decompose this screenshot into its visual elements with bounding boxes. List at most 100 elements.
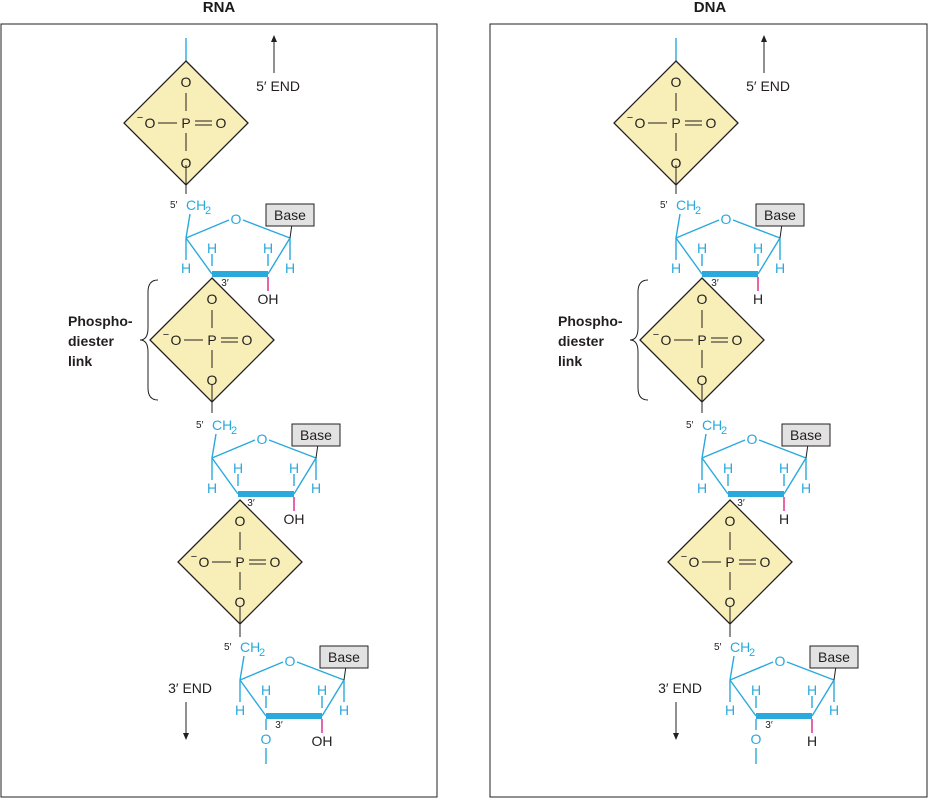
phosphorus-atom: P <box>181 115 190 131</box>
oxygen-atom: O <box>706 115 717 131</box>
oxygen-atom: O <box>689 554 700 570</box>
five-prime-label: 5′ <box>714 642 722 653</box>
hydrogen-atom: H <box>207 240 217 256</box>
thick-bond <box>266 713 322 719</box>
hydrogen-atom: H <box>779 460 789 476</box>
bond <box>729 661 774 681</box>
hydrogen-atom: H <box>753 240 763 256</box>
thick-bond <box>756 713 812 719</box>
five-prime-end-label: 5′ END <box>746 78 790 94</box>
bond <box>732 219 781 239</box>
three-prime-label: 3′ <box>737 498 745 509</box>
bond <box>239 661 284 681</box>
oxygen-atom: O <box>661 332 672 348</box>
phosphodiester-label: diester <box>558 333 604 349</box>
bond <box>185 237 213 275</box>
oxygen-atom: O <box>671 155 682 171</box>
bond <box>758 439 807 459</box>
hydrogen-atom: H <box>285 260 295 276</box>
bond <box>701 433 707 459</box>
bond <box>211 457 239 495</box>
oxygen-atom: O <box>207 372 218 388</box>
ring-oxygen: O <box>775 653 786 669</box>
ch2-subscript: 2 <box>721 425 727 437</box>
bond <box>786 661 835 681</box>
hydrogen-atom: H <box>697 240 707 256</box>
hydrogen-atom: H <box>289 460 299 476</box>
base-box <box>809 645 859 669</box>
bond <box>675 219 720 239</box>
bond <box>811 679 835 717</box>
oxygen-atom: O <box>181 74 192 90</box>
hydrogen-atom: H <box>233 460 243 476</box>
charge-minus: − <box>191 551 197 563</box>
two-prime-substituent: H <box>807 733 817 749</box>
base-box <box>265 203 315 227</box>
arrowhead <box>761 35 767 42</box>
phosphorus-atom: P <box>725 554 734 570</box>
base-label: Base <box>274 207 306 223</box>
bond <box>239 679 267 717</box>
oxygen-atom: O <box>242 332 253 348</box>
ring-oxygen: O <box>721 211 732 227</box>
five-prime-label: 5′ <box>660 200 668 211</box>
arrowhead <box>271 35 277 42</box>
phosphodiester-label: link <box>558 353 582 369</box>
hydrogen-atom: H <box>181 260 191 276</box>
base-box <box>291 423 341 447</box>
rna-panel <box>0 23 438 798</box>
oxygen-atom: O <box>635 115 646 131</box>
hydrogen-atom: H <box>339 702 349 718</box>
oxygen-atom: O <box>216 115 227 131</box>
hydrogen-atom: H <box>807 682 817 698</box>
three-prime-label: 3′ <box>275 720 283 731</box>
ch2-group: CH <box>730 639 750 655</box>
bond <box>321 679 345 717</box>
bond <box>757 237 781 275</box>
hydrogen-atom: H <box>775 260 785 276</box>
dna-panel <box>489 23 928 798</box>
oxygen-atom: O <box>697 372 708 388</box>
three-prime-label: 3′ <box>221 278 229 289</box>
terminal-oxygen: O <box>261 731 272 747</box>
phosphodiester-label: Phospho- <box>558 313 623 329</box>
thick-bond <box>702 271 758 277</box>
charge-minus: − <box>163 329 169 341</box>
hydrogen-atom: H <box>207 480 217 496</box>
hydrogen-atom: H <box>261 682 271 698</box>
base-label: Base <box>764 207 796 223</box>
bond <box>267 237 291 275</box>
hydrogen-atom: H <box>697 480 707 496</box>
bond <box>783 457 807 495</box>
charge-minus: − <box>627 112 633 124</box>
bond <box>242 219 291 239</box>
five-prime-label: 5′ <box>170 200 178 211</box>
three-prime-end-label: 3′ END <box>658 680 702 696</box>
ch2-subscript: 2 <box>749 647 755 659</box>
ring-oxygen: O <box>231 211 242 227</box>
ch2-group: CH <box>676 197 696 213</box>
base-label: Base <box>818 649 850 665</box>
phosphorus-atom: P <box>671 115 680 131</box>
base-label: Base <box>790 427 822 443</box>
three-prime-label: 3′ <box>765 720 773 731</box>
thick-bond <box>238 491 294 497</box>
bond <box>185 219 230 239</box>
ch2-subscript: 2 <box>259 647 265 659</box>
base-box <box>319 645 369 669</box>
rna-title: RNA <box>203 0 236 16</box>
oxygen-atom: O <box>145 115 156 131</box>
charge-minus: − <box>681 551 687 563</box>
hydrogen-atom: H <box>751 682 761 698</box>
oxygen-atom: O <box>725 513 736 529</box>
oxygen-atom: O <box>732 332 743 348</box>
oxygen-atom: O <box>181 155 192 171</box>
hydrogen-atom: H <box>235 702 245 718</box>
oxygen-atom: O <box>199 554 210 570</box>
thick-bond <box>728 491 784 497</box>
hydrogen-atom: H <box>829 702 839 718</box>
ch2-group: CH <box>186 197 206 213</box>
hydrogen-atom: H <box>725 702 735 718</box>
ch2-subscript: 2 <box>695 205 701 217</box>
